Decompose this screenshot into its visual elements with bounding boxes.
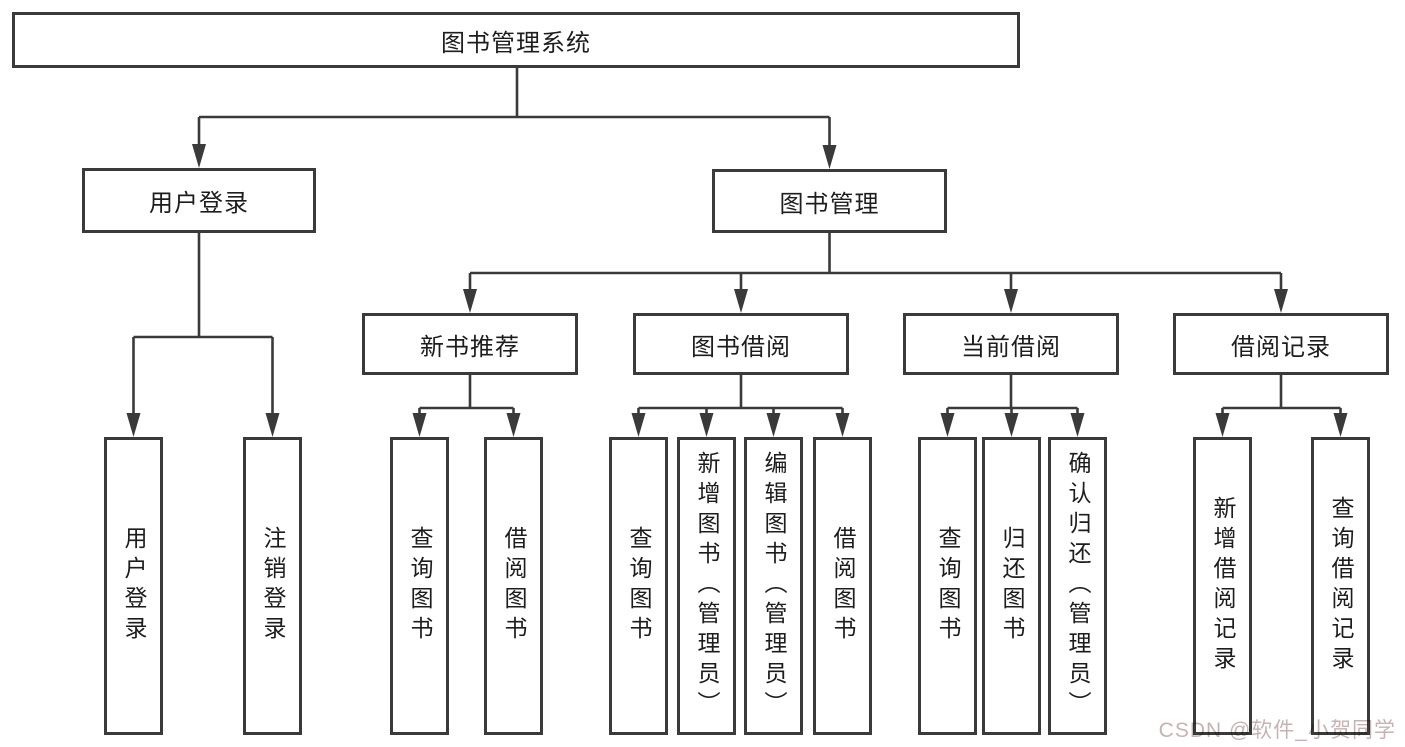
- node-current-borrow: 当前借阅: [903, 313, 1119, 375]
- leaf-logout: 注销登录: [243, 437, 302, 735]
- leaf-return-books: 归还图书: [982, 437, 1041, 735]
- leaf-query-books-rec: 查询图书: [390, 437, 449, 735]
- node-user-login: 用户登录: [82, 168, 316, 233]
- node-borrow-record: 借阅记录: [1173, 313, 1389, 375]
- leaf-user-login: 用户登录: [104, 437, 163, 735]
- leaf-confirm-return-admin: 确认归还（管理员）: [1048, 437, 1107, 735]
- leaf-borrow-books-rec: 借阅图书: [484, 437, 543, 735]
- leaf-add-books-admin: 新增图书（管理员）: [677, 437, 736, 735]
- leaf-query-books: 查询图书: [609, 437, 668, 735]
- leaf-add-borrow-record: 新增借阅记录: [1193, 437, 1252, 735]
- csdn-watermark: CSDN @软件_小贺同学: [1158, 719, 1396, 742]
- leaf-edit-books-admin: 编辑图书（管理员）: [744, 437, 803, 735]
- node-new-book-recommend: 新书推荐: [362, 313, 578, 375]
- leaf-query-books-current: 查询图书: [918, 437, 977, 735]
- leaf-borrow-books: 借阅图书: [813, 437, 872, 735]
- node-book-management: 图书管理: [712, 169, 947, 233]
- node-book-borrow: 图书借阅: [633, 313, 849, 375]
- leaf-query-borrow-record: 查询借阅记录: [1311, 437, 1370, 735]
- node-root: 图书管理系统: [12, 12, 1020, 68]
